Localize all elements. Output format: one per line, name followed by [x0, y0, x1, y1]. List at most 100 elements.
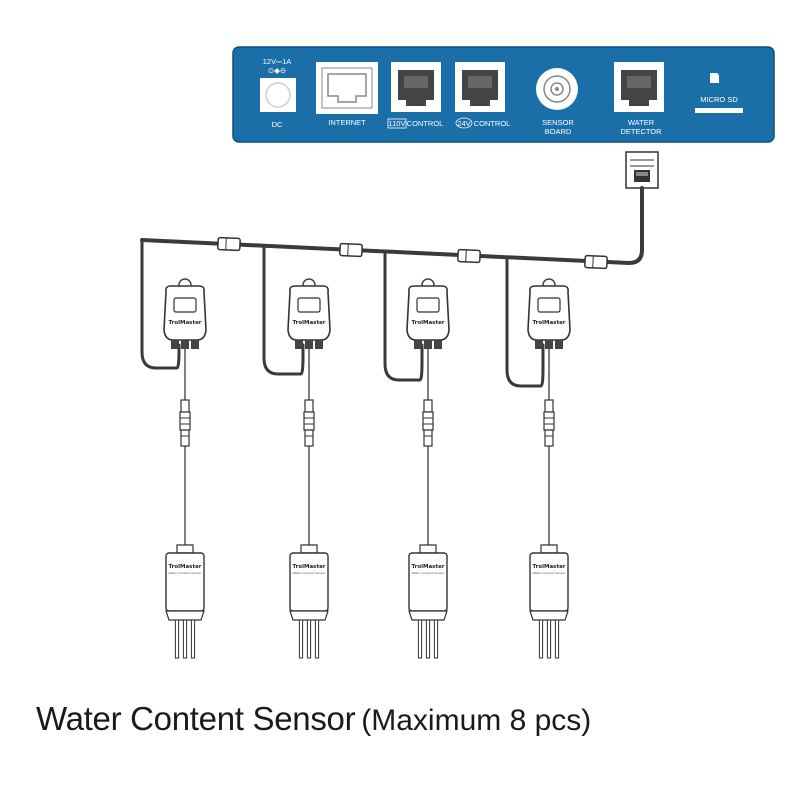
probe-prong: [425, 619, 431, 659]
rj-contacts-icon: [468, 76, 492, 88]
hub-port: [305, 340, 313, 349]
hub-window: [173, 297, 197, 313]
probe-body: [529, 552, 569, 612]
bus-cable: [140, 186, 644, 265]
micro-sd-slot-opening: [695, 108, 743, 113]
internet-port-plate: [316, 62, 378, 114]
probe-prong: [433, 619, 439, 659]
probe-prong: [314, 619, 320, 659]
probe-base: [529, 610, 569, 621]
caption-title: Water Content Sensor: [36, 700, 356, 737]
sensor-board-label-line1: SENSOR: [542, 118, 574, 127]
rj-contacts-icon: [627, 76, 651, 88]
cable-connector: [180, 399, 190, 413]
probe-cap: [176, 544, 194, 554]
probe-brand: TrolMaster: [411, 564, 444, 570]
110v-badge-box: [387, 118, 407, 129]
probe-prong: [538, 619, 544, 659]
cable-connector: [423, 399, 433, 413]
hub-body: [163, 285, 207, 341]
probe-subtitle: Water Content Sensor: [533, 571, 567, 575]
24v-control-port[interactable]: 24V CONTROL: [455, 62, 511, 129]
probe-prong: [546, 619, 552, 659]
24v-badge: 24V: [457, 119, 470, 128]
probe-body: [289, 552, 329, 612]
hub-brand: TrolMaster: [168, 320, 201, 326]
rj-plug: [625, 151, 659, 189]
rj45-jack-icon: [327, 73, 367, 103]
hub-port: [295, 340, 303, 349]
hub-brand: TrolMaster: [411, 320, 444, 326]
internet-port[interactable]: INTERNET: [316, 62, 378, 127]
110v-control-label: CONTROL: [407, 119, 444, 128]
dc-label: DC: [272, 120, 283, 129]
hub-brand: TrolMaster: [292, 320, 325, 326]
probe-prong: [174, 619, 180, 659]
hub-port: [191, 340, 199, 349]
dc-jack-icon: [265, 82, 291, 108]
branch-cable: [140, 238, 181, 370]
hub-port: [315, 340, 323, 349]
110v-badge: 110V: [389, 119, 406, 128]
probe-prong: [554, 619, 560, 659]
probe-prong: [182, 619, 188, 659]
hub-window: [297, 297, 321, 313]
cable-connector: [544, 399, 554, 413]
inline-connector: [457, 248, 481, 264]
probe-prong: [417, 619, 423, 659]
probe-subtitle: Water Content Sensor: [412, 571, 446, 575]
hub-port: [535, 340, 543, 349]
probe-prong: [190, 619, 196, 659]
dc-polarity-icon: ⊙◆⊖: [268, 66, 286, 75]
sd-card-icon: [710, 73, 719, 83]
hub-port: [171, 340, 179, 349]
caption-subtitle: (Maximum 8 pcs): [361, 704, 592, 737]
hub-port: [555, 340, 563, 349]
probe-cap: [540, 544, 558, 554]
sensor-board-label-line2: BOARD: [545, 127, 572, 136]
hub-port: [434, 340, 442, 349]
dc-rating: 12V⎓1A: [263, 57, 292, 66]
micro-sd-slot[interactable]: MICRO SD: [695, 73, 743, 113]
probe-cap: [300, 544, 318, 554]
sensor-board-jack-ring-icon: [543, 75, 571, 103]
water-detector-port[interactable]: WATER DETECTOR: [614, 62, 664, 136]
micro-sd-label: MICRO SD: [700, 95, 738, 104]
24v-control-label: CONTROL: [474, 119, 511, 128]
branch-cable: [383, 250, 424, 382]
hub-port: [424, 340, 432, 349]
dc-port[interactable]: 12V⎓1A ⊙◆⊖ DC: [260, 57, 296, 129]
probe-subtitle: Water Content Sensor: [169, 571, 203, 575]
caption: Water Content Sensor(Maximum 8 pcs): [36, 700, 591, 738]
bus-connectors: [217, 236, 608, 270]
110v-control-port[interactable]: 110V CONTROL: [387, 62, 444, 129]
hub-port: [414, 340, 422, 349]
probe-base: [408, 610, 448, 621]
hub-window: [416, 297, 440, 313]
hub-port: [545, 340, 553, 349]
probe-body: [408, 552, 448, 612]
probe-body: [165, 552, 205, 612]
probe-subtitle: Water Content Sensor: [293, 571, 327, 575]
water-detector-label-line2: DETECTOR: [620, 127, 662, 136]
sensor-board-port[interactable]: SENSOR BOARD: [536, 68, 578, 136]
controller-panel: 12V⎓1A ⊙◆⊖ DC INTERNET 110V CONTROL: [232, 46, 775, 143]
inline-connector: [339, 242, 363, 258]
probe-prong: [298, 619, 304, 659]
hub-body: [287, 285, 331, 341]
probe-base: [165, 610, 205, 621]
probe-brand: TrolMaster: [168, 564, 201, 570]
probe-brand: TrolMaster: [292, 564, 325, 570]
hub-body: [527, 285, 571, 341]
rj-contacts-icon: [404, 76, 428, 88]
hub-window: [537, 297, 561, 313]
24v-badge-oval: [455, 117, 473, 129]
probe-brand: TrolMaster: [532, 564, 565, 570]
hub-brand: TrolMaster: [532, 320, 565, 326]
water-detector-label-line1: WATER: [628, 118, 655, 127]
